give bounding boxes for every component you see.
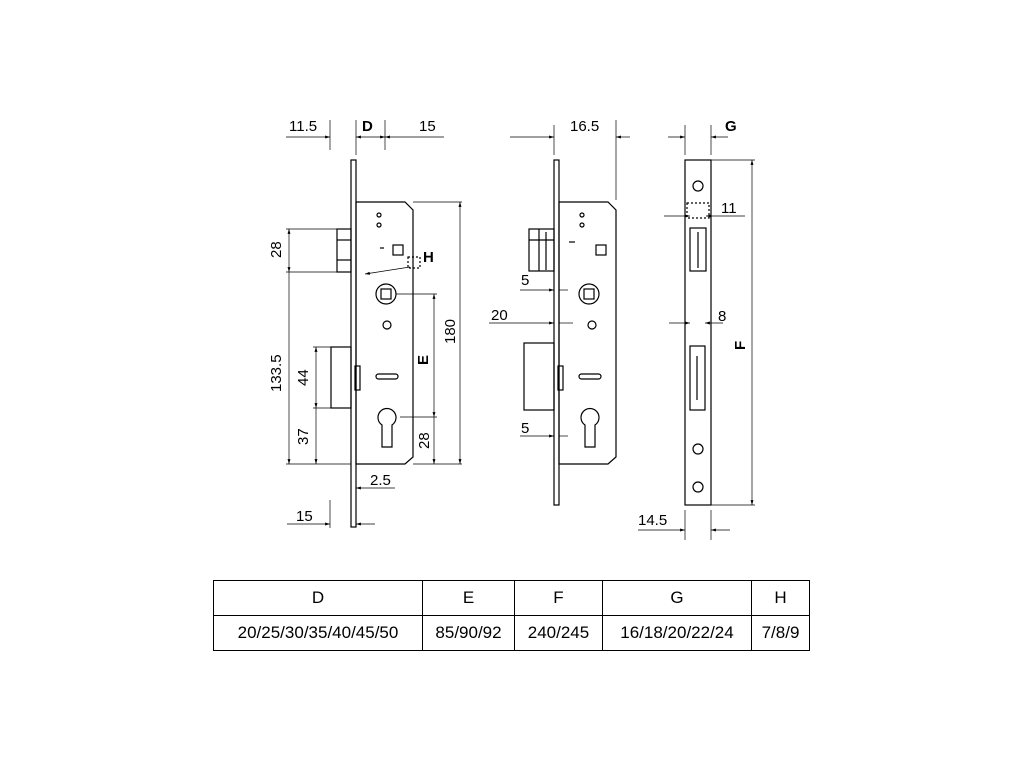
front-dimension-lines — [286, 120, 462, 528]
faceplate-screw-top — [692, 180, 704, 192]
front-cylinder-profile — [377, 407, 397, 448]
dim-5-lower: 5 — [521, 420, 529, 437]
side-view — [523, 159, 617, 506]
value-g: 16/18/20/22/24 — [602, 615, 752, 651]
front-lock-body — [355, 201, 414, 465]
dim-d: D — [362, 118, 373, 135]
dim-5-upper: 5 — [521, 272, 529, 289]
dim-20: 20 — [491, 307, 508, 324]
side-cylinder-profile — [580, 407, 600, 448]
value-f: 240/245 — [514, 615, 603, 651]
dim-8: 8 — [718, 308, 726, 325]
front-dead-bolt — [330, 346, 352, 409]
side-faceplate — [553, 159, 560, 506]
dim-28-lower: 28 — [416, 432, 433, 449]
front-faceplate — [350, 159, 357, 528]
value-d: 20/25/30/35/40/45/50 — [213, 615, 423, 651]
dim-15-top: 15 — [419, 118, 436, 135]
dim-37: 37 — [295, 428, 312, 445]
side-latch — [528, 228, 555, 272]
front-latch-upper — [336, 228, 352, 273]
dim-2-5: 2.5 — [370, 472, 391, 489]
faceplate-view — [684, 159, 712, 506]
dim-44: 44 — [295, 369, 312, 386]
dim-133-5: 133.5 — [268, 354, 285, 392]
side-dead-bolt — [523, 342, 555, 411]
dim-11: 11 — [721, 200, 737, 217]
side-dimension-lines — [489, 120, 630, 438]
faceplate-dimension-lines — [638, 125, 755, 540]
faceplate-strip — [684, 159, 712, 506]
front-slot — [375, 373, 399, 380]
side-slot — [578, 373, 602, 380]
dim-h: H — [423, 249, 434, 266]
dim-28-upper: 28 — [268, 241, 285, 258]
faceplate-latch-opening — [689, 227, 707, 272]
dim-g: G — [725, 118, 737, 135]
side-spindle-hole — [578, 283, 600, 305]
faceplate-screw-mid — [692, 443, 704, 455]
front-dimension-labels: 11.5 D 15 28 H 133.5 44 37 E 180 28 2.5 … — [268, 118, 459, 525]
value-e: 85/90/92 — [422, 615, 515, 651]
header-d: D — [213, 580, 423, 616]
header-h: H — [751, 580, 810, 616]
dim-180: 180 — [442, 319, 459, 344]
value-h: 7/8/9 — [751, 615, 810, 651]
front-view — [330, 159, 421, 528]
header-f: F — [514, 580, 603, 616]
faceplate-screw-bottom — [692, 481, 704, 493]
dim-16-5: 16.5 — [570, 118, 599, 135]
spec-table-value-row: 20/25/30/35/40/45/50 85/90/92 240/245 16… — [213, 615, 810, 651]
header-e: E — [422, 580, 515, 616]
faceplate-dimension-labels: G 11 8 F 14.5 — [638, 118, 749, 529]
side-dimension-labels: 16.5 5 20 5 — [491, 118, 599, 437]
header-g: G — [602, 580, 752, 616]
dim-14-5: 14.5 — [638, 512, 667, 529]
spec-table-header-row: D E F G H — [213, 580, 810, 616]
front-spindle-hole — [375, 283, 397, 305]
dimension-spec-table: D E F G H 20/25/30/35/40/45/50 85/90/92 … — [213, 580, 810, 651]
dim-f: F — [732, 341, 749, 350]
dim-11-5: 11.5 — [289, 118, 317, 135]
dim-e: E — [415, 355, 432, 365]
dim-15-bottom: 15 — [296, 508, 313, 525]
faceplate-bolt-opening — [689, 345, 706, 411]
side-lock-body — [558, 201, 617, 465]
